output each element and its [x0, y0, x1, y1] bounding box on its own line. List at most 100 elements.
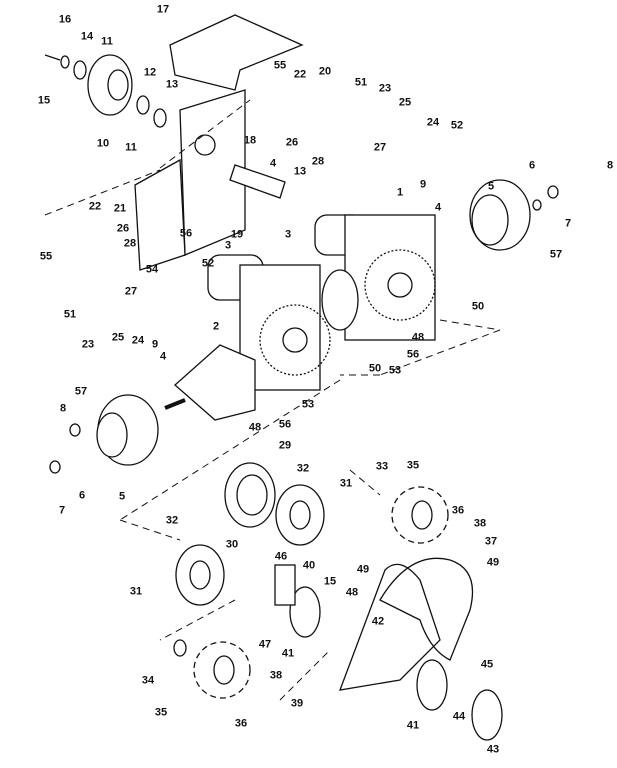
- callout-15: 15: [323, 575, 337, 588]
- shaft: [229, 164, 286, 199]
- side-plate-back: [134, 158, 186, 271]
- callout-14: 14: [80, 30, 94, 43]
- callout-57: 57: [74, 385, 88, 398]
- callout-36: 36: [451, 504, 465, 517]
- callout-25: 25: [398, 96, 412, 109]
- side-plate: [179, 89, 246, 256]
- callout-42: 42: [371, 615, 385, 628]
- idler-plate-41b: [416, 659, 448, 711]
- callout-49: 49: [356, 563, 370, 576]
- callout-7: 7: [58, 504, 66, 517]
- callout-9: 9: [419, 178, 427, 191]
- cover-plate: [169, 14, 304, 91]
- fan-upper: [391, 486, 449, 544]
- callout-24: 24: [426, 116, 440, 129]
- callout-10: 10: [96, 137, 110, 150]
- callout-12: 12: [143, 66, 157, 79]
- callout-9: 9: [151, 338, 159, 351]
- gear-housing-left: [174, 344, 256, 421]
- callout-38: 38: [473, 517, 487, 530]
- callout-55: 55: [273, 59, 287, 72]
- callout-48: 48: [248, 421, 262, 434]
- callout-27: 27: [373, 141, 387, 154]
- callout-27: 27: [124, 285, 138, 298]
- callout-21: 21: [113, 202, 127, 215]
- callout-25: 25: [111, 331, 125, 344]
- callout-48: 48: [345, 586, 359, 599]
- pulley-31-lower: [175, 544, 225, 606]
- callout-54: 54: [145, 263, 159, 276]
- callout-53: 53: [301, 398, 315, 411]
- callout-35: 35: [154, 706, 168, 719]
- callout-32: 32: [165, 514, 179, 527]
- callout-56: 56: [179, 227, 193, 240]
- callout-13: 13: [165, 78, 179, 91]
- callout-18: 18: [243, 134, 257, 147]
- callout-8: 8: [59, 402, 67, 415]
- callout-6: 6: [78, 489, 86, 502]
- cooling-fan-right: [364, 249, 436, 321]
- callout-41: 41: [406, 719, 420, 732]
- belt-42: [338, 563, 441, 691]
- callout-34: 34: [141, 674, 155, 687]
- callout-38: 38: [269, 669, 283, 682]
- callout-44: 44: [452, 710, 466, 723]
- callout-26: 26: [285, 136, 299, 149]
- callout-6: 6: [528, 159, 536, 172]
- callout-16: 16: [58, 13, 72, 26]
- callout-26: 26: [116, 222, 130, 235]
- callout-17: 17: [156, 3, 170, 16]
- callout-1: 1: [396, 186, 404, 199]
- callout-47: 47: [258, 638, 272, 651]
- callout-2: 2: [212, 320, 220, 333]
- flange-bearing: [87, 54, 133, 116]
- callout-4: 4: [269, 157, 277, 170]
- callout-51: 51: [354, 76, 368, 89]
- callout-23: 23: [378, 82, 392, 95]
- belt-49: [379, 557, 474, 661]
- callout-48: 48: [411, 331, 425, 344]
- fan-lower: [193, 641, 251, 699]
- callout-56: 56: [278, 418, 292, 431]
- pulley-29: [224, 462, 276, 528]
- callout-37: 37: [484, 535, 498, 548]
- cooling-fan-left: [259, 304, 331, 376]
- callout-22: 22: [293, 68, 307, 81]
- callout-31: 31: [339, 477, 353, 490]
- callout-3: 3: [284, 228, 292, 241]
- callout-51: 51: [63, 308, 77, 321]
- callout-7: 7: [564, 217, 572, 230]
- callout-19: 19: [230, 228, 244, 241]
- callout-30: 30: [225, 538, 239, 551]
- callout-11: 11: [101, 35, 113, 48]
- callout-56: 56: [406, 348, 420, 361]
- idler-plate-41a: [289, 586, 321, 638]
- callout-39: 39: [290, 697, 304, 710]
- idler-plate-43: [471, 689, 503, 741]
- callout-28: 28: [311, 155, 325, 168]
- callout-50: 50: [471, 300, 485, 313]
- callout-20: 20: [318, 65, 332, 78]
- callout-43: 43: [486, 743, 500, 756]
- callout-4: 4: [434, 201, 442, 214]
- callout-33: 33: [375, 460, 389, 473]
- pulley-31-upper: [275, 484, 325, 546]
- callout-35: 35: [406, 459, 420, 472]
- callout-50: 50: [368, 362, 382, 375]
- callout-40: 40: [302, 559, 316, 572]
- callout-49: 49: [486, 556, 500, 569]
- callout-31: 31: [129, 585, 143, 598]
- callout-22: 22: [88, 200, 102, 213]
- callout-3: 3: [224, 239, 232, 252]
- callout-8: 8: [606, 159, 614, 172]
- callout-53: 53: [388, 364, 402, 377]
- callout-15: 15: [37, 94, 51, 107]
- callout-24: 24: [131, 334, 145, 347]
- callout-5: 5: [118, 490, 126, 503]
- callout-45: 45: [480, 658, 494, 671]
- callout-4: 4: [159, 350, 167, 363]
- callout-52: 52: [450, 119, 464, 132]
- callout-46: 46: [274, 550, 288, 563]
- callout-28: 28: [123, 237, 137, 250]
